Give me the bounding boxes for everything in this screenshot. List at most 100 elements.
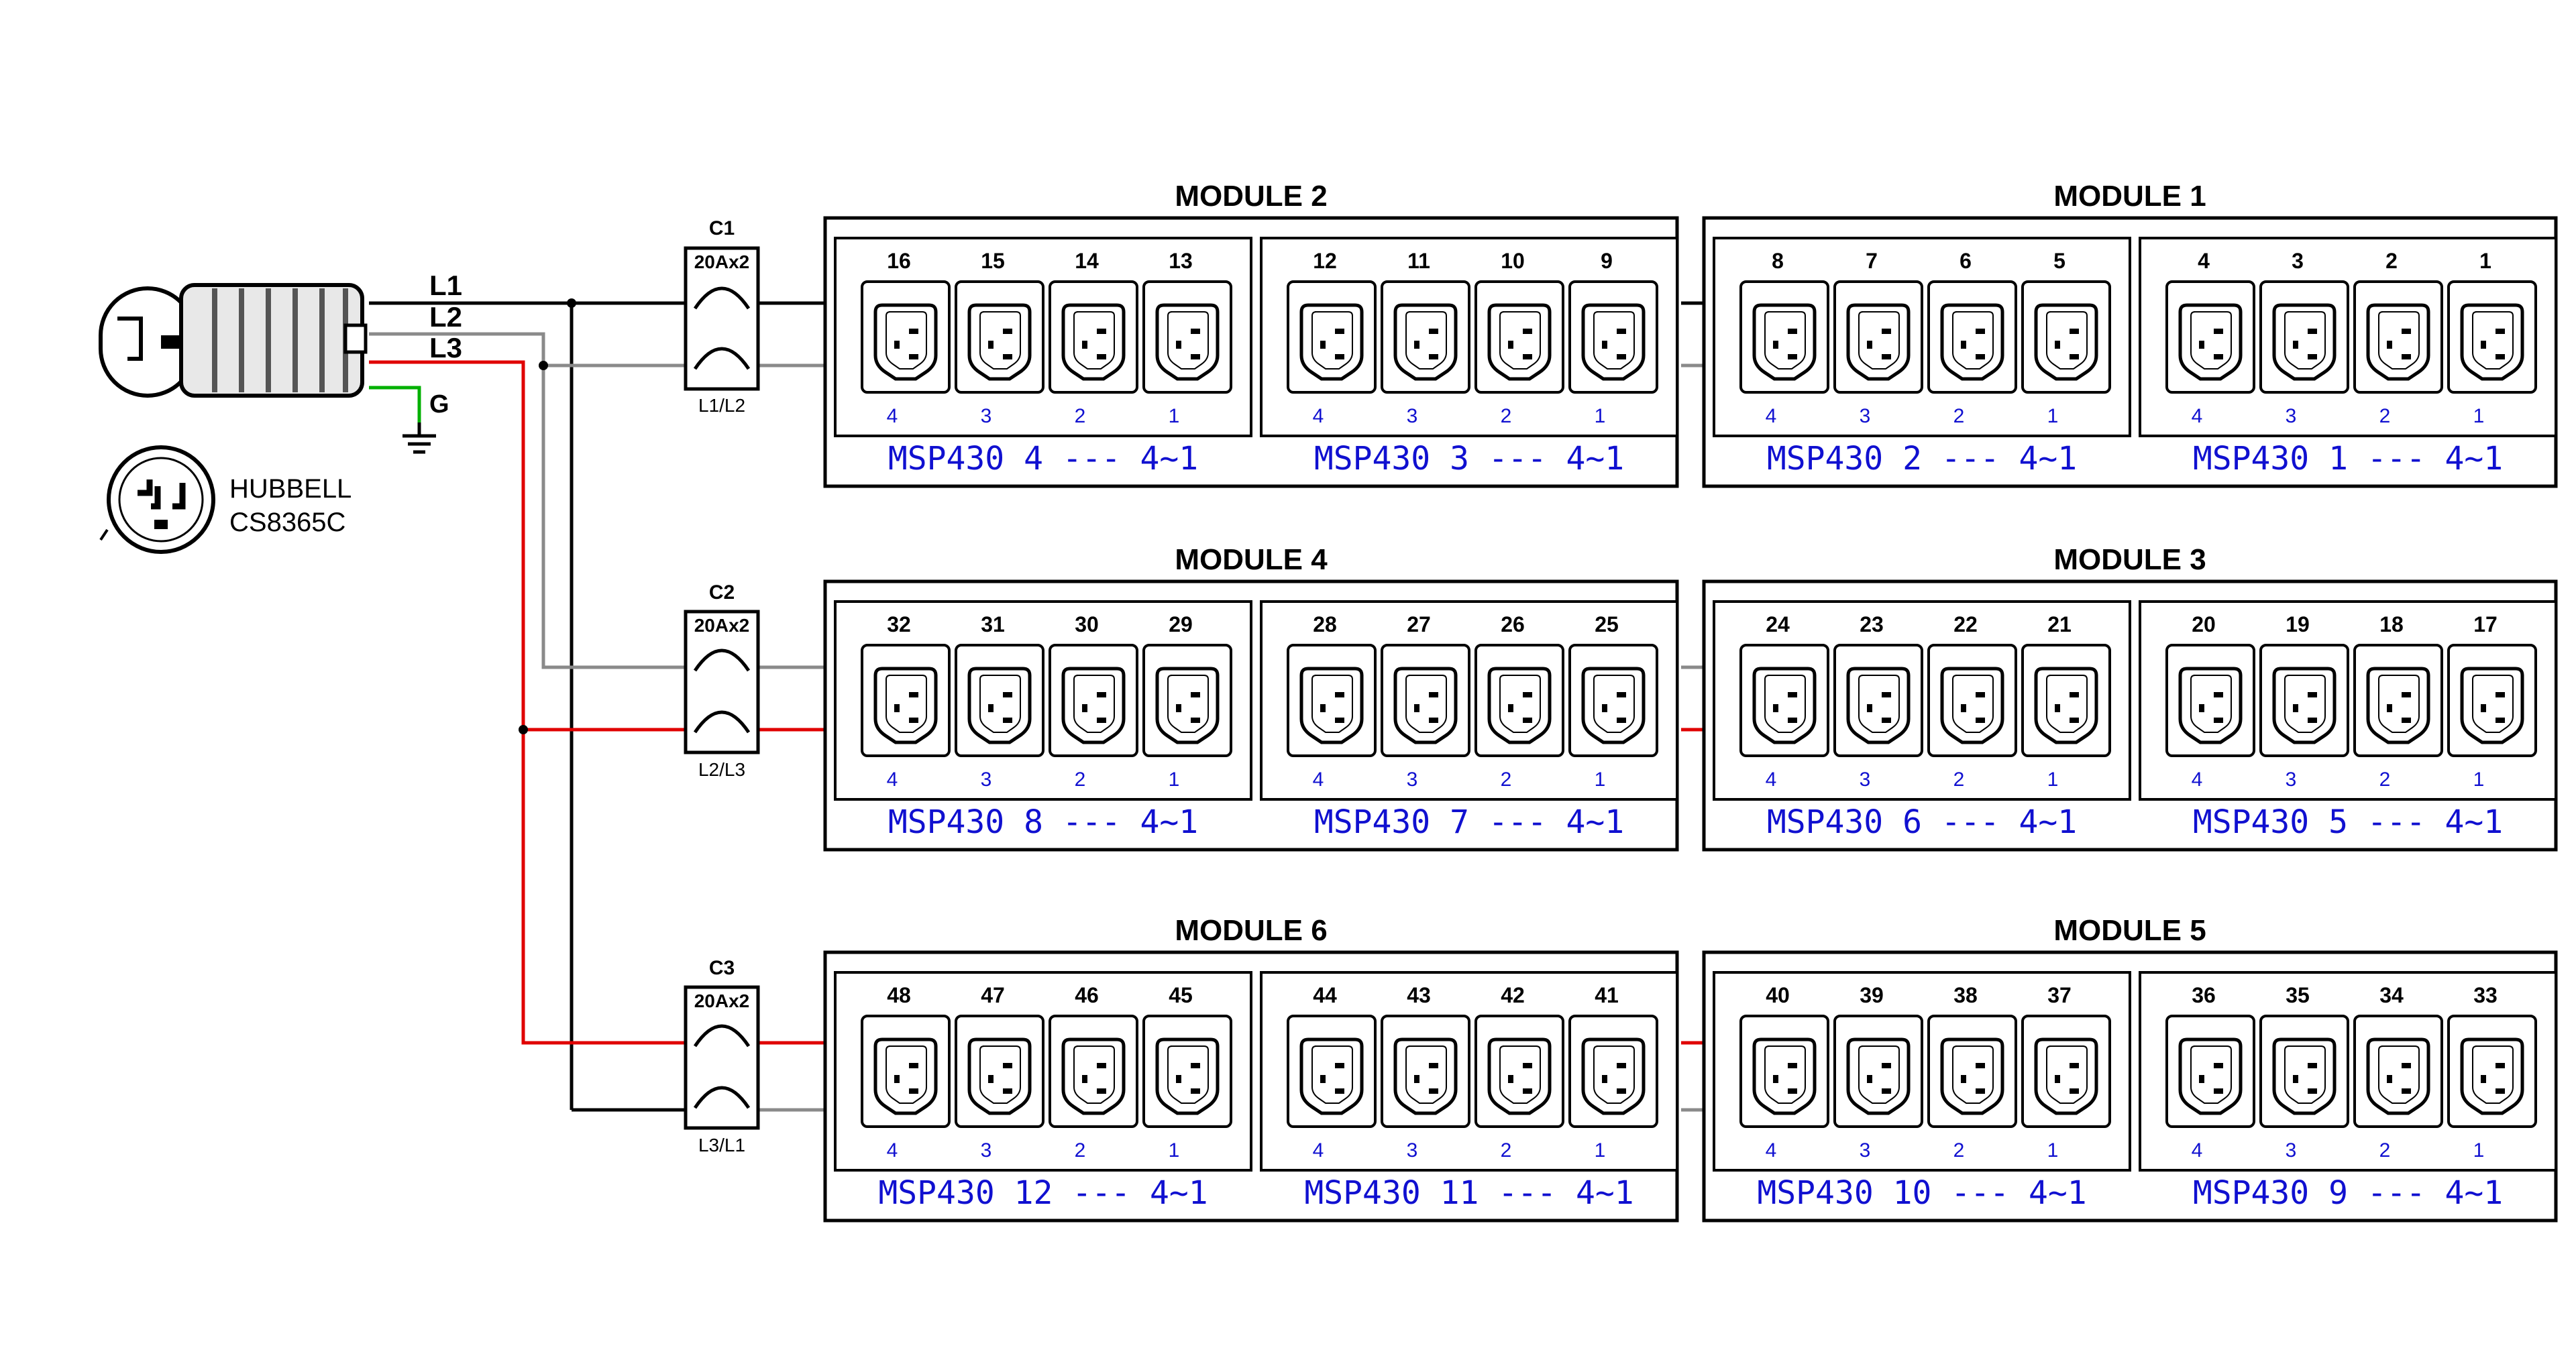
outlet-number: 11 <box>1407 249 1430 273</box>
module-title: MODULE 4 <box>1175 543 1328 576</box>
outlet-subnumber: 4 <box>1766 769 1777 791</box>
c13-outlet-icon <box>2447 1015 2537 1128</box>
outlet-subnumber: 3 <box>2286 769 2297 791</box>
outlet-subnumber: 3 <box>2286 1139 2297 1162</box>
c13-outlet-icon <box>1142 280 1232 394</box>
outlet-subnumber: 4 <box>1313 1139 1324 1162</box>
module-title: MODULE 3 <box>2053 543 2206 576</box>
outlet-subnumber: 2 <box>1075 769 1086 791</box>
plug-side-view <box>99 283 368 398</box>
c13-outlet-icon <box>1568 644 1658 757</box>
outlet-number: 37 <box>2047 983 2072 1007</box>
c13-outlet-icon <box>1049 644 1138 757</box>
outlet-number: 5 <box>2053 249 2065 273</box>
c13-outlet-icon <box>2259 280 2349 394</box>
msp-label: MSP430 4 --- 4~1 <box>888 440 1198 477</box>
c13-outlet-icon <box>1049 1015 1138 1128</box>
outlet-number: 40 <box>1766 983 1790 1007</box>
c13-outlet-icon <box>861 280 951 394</box>
outlet-subnumber: 1 <box>1595 1139 1606 1162</box>
c13-outlet-icon <box>1049 280 1138 394</box>
wire-l3 <box>369 360 1704 1045</box>
outlet-subnumber: 1 <box>2047 769 2059 791</box>
c13-outlet-icon <box>1142 1015 1232 1128</box>
c13-outlet-icon <box>955 644 1044 757</box>
wire-l2 <box>369 332 1704 1112</box>
outlet-subnumber: 1 <box>2473 405 2485 427</box>
outlet-number: 32 <box>887 612 911 636</box>
outlet-subnumber: 4 <box>2192 1139 2203 1162</box>
junction-dots <box>519 298 576 734</box>
outlet-subnumber: 3 <box>1407 769 1418 791</box>
outlet-number: 8 <box>1772 249 1784 273</box>
outlet-subnumber: 3 <box>1860 405 1871 427</box>
breaker-rating: 20Ax2 <box>694 251 750 272</box>
outlet-number: 34 <box>2379 983 2404 1007</box>
outlet-subnumber: 1 <box>2047 1139 2059 1162</box>
c13-outlet-icon <box>2353 1015 2443 1128</box>
msp-label: MSP430 1 --- 4~1 <box>2193 440 2503 477</box>
outlet-number: 28 <box>1313 612 1337 636</box>
outlet-subnumber: 2 <box>1953 1139 1965 1162</box>
msp-label: MSP430 11 --- 4~1 <box>1304 1174 1633 1212</box>
msp-label: MSP430 2 --- 4~1 <box>1767 440 2077 477</box>
msp-label: MSP430 5 --- 4~1 <box>2193 803 2503 841</box>
c13-outlet-icon <box>1381 644 1470 757</box>
c13-outlet-icon <box>1927 1015 2017 1128</box>
breaker-phase: L2/L3 <box>698 759 745 780</box>
outlet-number: 3 <box>2292 249 2304 273</box>
c13-outlet-icon <box>2353 644 2443 757</box>
outlet-subnumber: 1 <box>2473 769 2485 791</box>
c13-outlet-icon <box>1927 280 2017 394</box>
outlet-subnumber: 4 <box>2192 405 2203 427</box>
msp-label: MSP430 9 --- 4~1 <box>2193 1174 2503 1212</box>
outlet-subnumber: 1 <box>1169 1139 1180 1162</box>
c13-outlet-icon <box>2165 644 2255 757</box>
breaker-id: C2 <box>709 581 735 604</box>
c13-outlet-icon <box>861 1015 951 1128</box>
outlet-subnumber: 3 <box>981 1139 992 1162</box>
c13-outlet-icon <box>1474 280 1564 394</box>
breaker-c3: C3 20Ax2 L3/L1 <box>684 957 760 1155</box>
outlet-subnumber: 2 <box>2379 769 2391 791</box>
outlet-number: 46 <box>1075 983 1099 1007</box>
outlet-number: 7 <box>1866 249 1878 273</box>
outlet-subnumber: 3 <box>1407 405 1418 427</box>
c13-outlet-icon <box>1474 644 1564 757</box>
c13-outlet-icon <box>1739 280 1829 394</box>
outlet-number: 12 <box>1313 249 1337 273</box>
outlet-number: 19 <box>2286 612 2310 636</box>
module-title: MODULE 5 <box>2053 914 2206 947</box>
plug-model: CS8365C <box>229 508 345 537</box>
outlet-number: 13 <box>1169 249 1193 273</box>
outlet-number: 48 <box>887 983 911 1007</box>
c13-outlet-icon <box>2447 644 2537 757</box>
msp-label: MSP430 3 --- 4~1 <box>1314 440 1624 477</box>
outlet-subnumber: 1 <box>1595 769 1606 791</box>
outlet-subnumber: 2 <box>2379 1139 2391 1162</box>
breaker-c2: C2 20Ax2 L2/L3 <box>684 581 760 780</box>
c13-outlet-icon <box>1739 1015 1829 1128</box>
outlet-number: 39 <box>1860 983 1884 1007</box>
c13-outlet-icon <box>1833 280 1923 394</box>
outlet-subnumber: 4 <box>2192 769 2203 791</box>
wire-ground <box>369 386 421 429</box>
msp-label: MSP430 10 --- 4~1 <box>1757 1174 2086 1212</box>
outlet-subnumber: 1 <box>1169 769 1180 791</box>
breaker-rating: 20Ax2 <box>694 991 750 1011</box>
outlet-subnumber: 2 <box>1075 1139 1086 1162</box>
outlet-number: 6 <box>1960 249 1972 273</box>
msp-label: MSP430 12 --- 4~1 <box>878 1174 1208 1212</box>
c13-outlet-icon <box>1568 1015 1658 1128</box>
outlet-subnumber: 2 <box>1075 405 1086 427</box>
c13-outlet-icon <box>2021 280 2111 394</box>
outlet-number: 27 <box>1407 612 1431 636</box>
